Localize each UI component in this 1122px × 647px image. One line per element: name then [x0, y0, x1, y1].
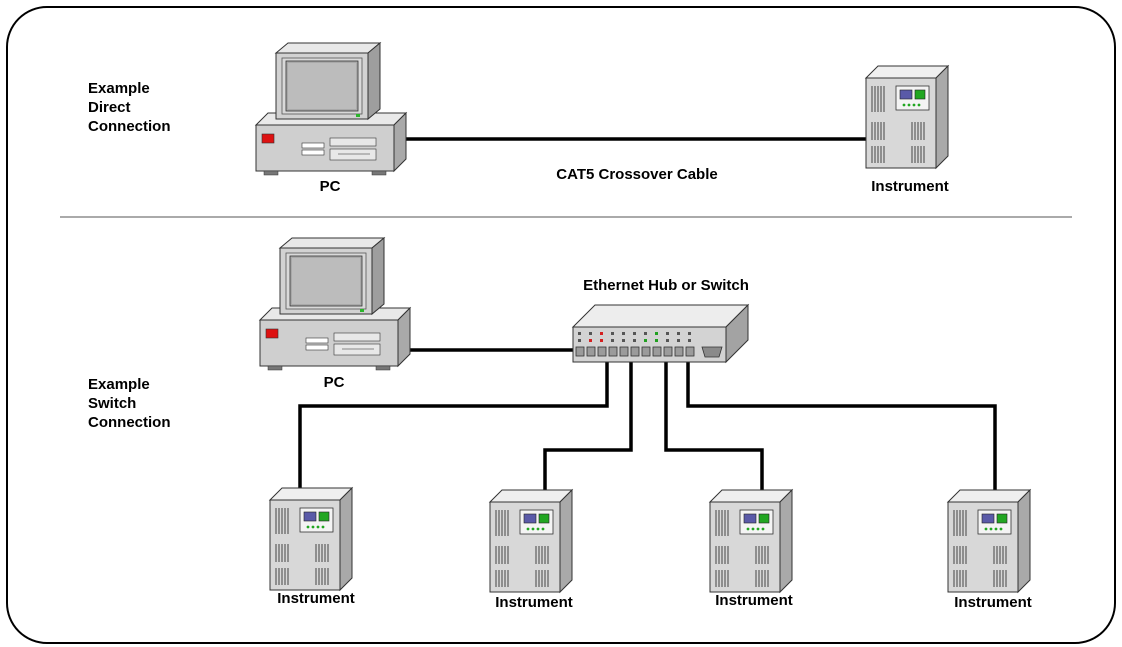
hub-label: Ethernet Hub or Switch	[583, 277, 749, 294]
title-line: Connection	[88, 414, 171, 431]
pc-computer-icon-2	[259, 237, 411, 371]
instrument-icon-2	[489, 489, 573, 593]
network-cables	[298, 348, 997, 494]
title-line: Example	[88, 376, 150, 393]
pc-computer-icon	[255, 42, 407, 176]
switch-connection-title: Example Switch Connection	[88, 375, 171, 432]
title-line: Switch	[88, 395, 137, 412]
instrument-label: Instrument	[871, 178, 949, 195]
cable-hub-to-instrument-4	[686, 352, 997, 494]
cable-hub-to-instrument-1	[298, 352, 609, 492]
pc-label: PC	[323, 374, 345, 391]
pc-label: PC	[319, 178, 341, 195]
cable-hub-to-instrument-3	[664, 352, 764, 494]
title-line: Direct	[88, 99, 131, 116]
instrument-icon	[865, 65, 949, 169]
instrument-label: Instrument	[715, 592, 793, 609]
cable-label: CAT5 Crossover Cable	[556, 166, 718, 183]
instrument-icon-1	[269, 487, 353, 591]
title-line: Connection	[88, 118, 171, 135]
instrument-icon-4	[947, 489, 1031, 593]
instrument-icon-3	[709, 489, 793, 593]
instrument-label: Instrument	[277, 590, 355, 607]
ethernet-hub-icon	[571, 303, 750, 364]
title-line: Example	[88, 80, 150, 97]
direct-connection-title: Example Direct Connection	[88, 79, 171, 136]
instrument-label: Instrument	[954, 594, 1032, 611]
outer-frame	[6, 6, 1116, 644]
instrument-label: Instrument	[495, 594, 573, 611]
cable-hub-to-instrument-2	[543, 352, 633, 494]
